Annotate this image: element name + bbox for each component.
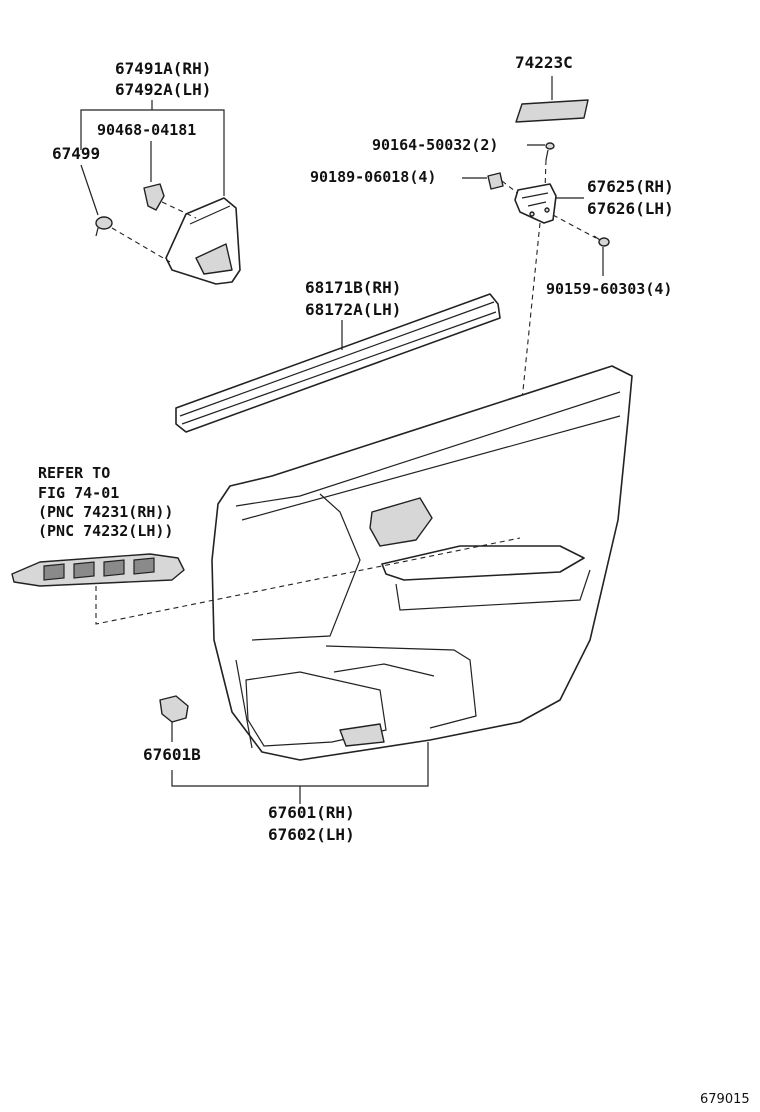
dash-switch-to-panel bbox=[95, 537, 521, 625]
label-refer-to: REFER TO bbox=[38, 464, 110, 482]
dash-90159 bbox=[552, 214, 597, 239]
figure-number: 679015 bbox=[700, 1092, 750, 1107]
switch-base-74231 bbox=[11, 553, 185, 587]
weatherstrip-68171b bbox=[175, 293, 501, 433]
label-refer-fig: FIG 74-01 bbox=[38, 484, 119, 502]
label-90164-50032: 90164-50032(2) bbox=[372, 136, 498, 154]
label-67626: 67626(LH) bbox=[587, 199, 674, 218]
leader-67499 bbox=[80, 164, 99, 216]
clip-67601b bbox=[159, 695, 189, 742]
label-68171b: 68171B(RH) bbox=[305, 278, 401, 297]
screw-90164-50032 bbox=[545, 142, 555, 161]
clip-90189-06018 bbox=[487, 172, 504, 190]
label-67601: 67601(RH) bbox=[268, 803, 355, 822]
label-90189-06018: 90189-06018(4) bbox=[310, 168, 436, 186]
bolt-90159-60303 bbox=[593, 235, 610, 247]
label-90159-60303: 90159-60303(4) bbox=[546, 280, 672, 298]
dash-90468 bbox=[161, 201, 197, 219]
clip-90468-04181 bbox=[143, 183, 165, 211]
label-67601b: 67601B bbox=[143, 745, 201, 764]
label-67499: 67499 bbox=[52, 144, 100, 163]
label-67492a: 67492A(LH) bbox=[115, 80, 211, 99]
label-refer-pnc-lh: (PNC 74232(LH)) bbox=[38, 522, 173, 540]
label-67602: 67602(LH) bbox=[268, 825, 355, 844]
label-refer-pnc-rh: (PNC 74231(RH)) bbox=[38, 503, 173, 521]
dash-67499 bbox=[111, 227, 171, 263]
bracket-67625 bbox=[514, 183, 557, 224]
label-90468-04181: 90468-04181 bbox=[97, 121, 196, 139]
label-74223c: 74223C bbox=[515, 53, 573, 72]
speaker-grille-67491a bbox=[165, 197, 241, 285]
door-trim-panel-67601 bbox=[211, 365, 633, 761]
clip-67499 bbox=[95, 216, 113, 237]
pad-74223c bbox=[515, 99, 589, 123]
label-68172a: 68172A(LH) bbox=[305, 300, 401, 319]
label-67491a: 67491A(RH) bbox=[115, 59, 211, 78]
label-67625: 67625(RH) bbox=[587, 177, 674, 196]
